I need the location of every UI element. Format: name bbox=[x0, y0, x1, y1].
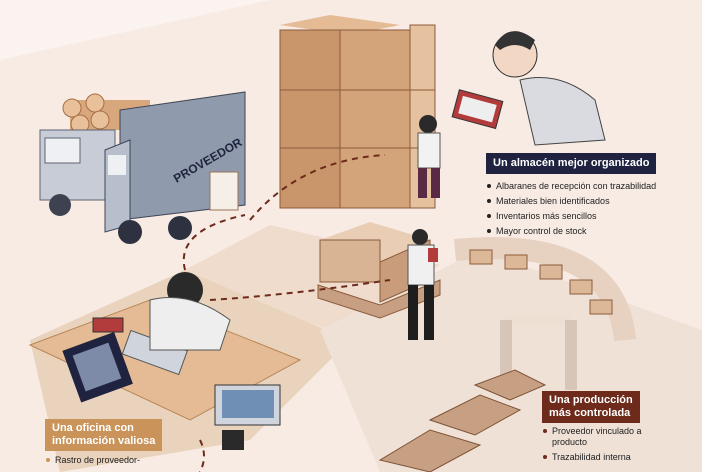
office-title-line2: información valiosa bbox=[52, 435, 156, 447]
production-title-line1: Una producción bbox=[549, 394, 633, 406]
conveyor-boxes bbox=[469, 249, 613, 315]
production-bullets: Proveedor vinculado a producto Trazabili… bbox=[542, 426, 672, 467]
worker-scanner bbox=[417, 115, 441, 198]
office-desk bbox=[28, 272, 302, 450]
production-title-line2: más controlada bbox=[549, 407, 631, 419]
warehouse-bullet: Materiales bien identificados bbox=[486, 196, 686, 207]
production-belt bbox=[378, 369, 547, 472]
production-bullet: Trazabilidad interna bbox=[542, 452, 672, 463]
warehouse-title: Un almacén mejor organizado bbox=[486, 153, 657, 174]
warehouse-bullet: Albaranes de recepción con trazabilidad bbox=[486, 181, 686, 192]
truck-front bbox=[104, 91, 246, 244]
warehouse-bullet: Mayor control de stock bbox=[486, 226, 686, 237]
warehouse-bullets: Albaranes de recepción con trazabilidad … bbox=[486, 181, 686, 241]
office-title: Una oficina con información valiosa bbox=[45, 419, 163, 451]
person-clipboard bbox=[317, 222, 441, 340]
flow-path bbox=[182, 154, 391, 472]
office-bullet: Rastro de proveedor- bbox=[45, 455, 205, 466]
office-bullets: Rastro de proveedor- bbox=[45, 455, 205, 470]
warehouse-bullet: Inventarios más sencillos bbox=[486, 211, 686, 222]
production-title: Una producción más controlada bbox=[542, 391, 640, 423]
stacked-boxes bbox=[279, 15, 436, 209]
production-bullet: Proveedor vinculado a producto bbox=[542, 426, 672, 448]
person-with-tablet bbox=[451, 31, 606, 146]
office-title-line1: Una oficina con bbox=[52, 422, 134, 434]
conveyor bbox=[453, 237, 636, 342]
